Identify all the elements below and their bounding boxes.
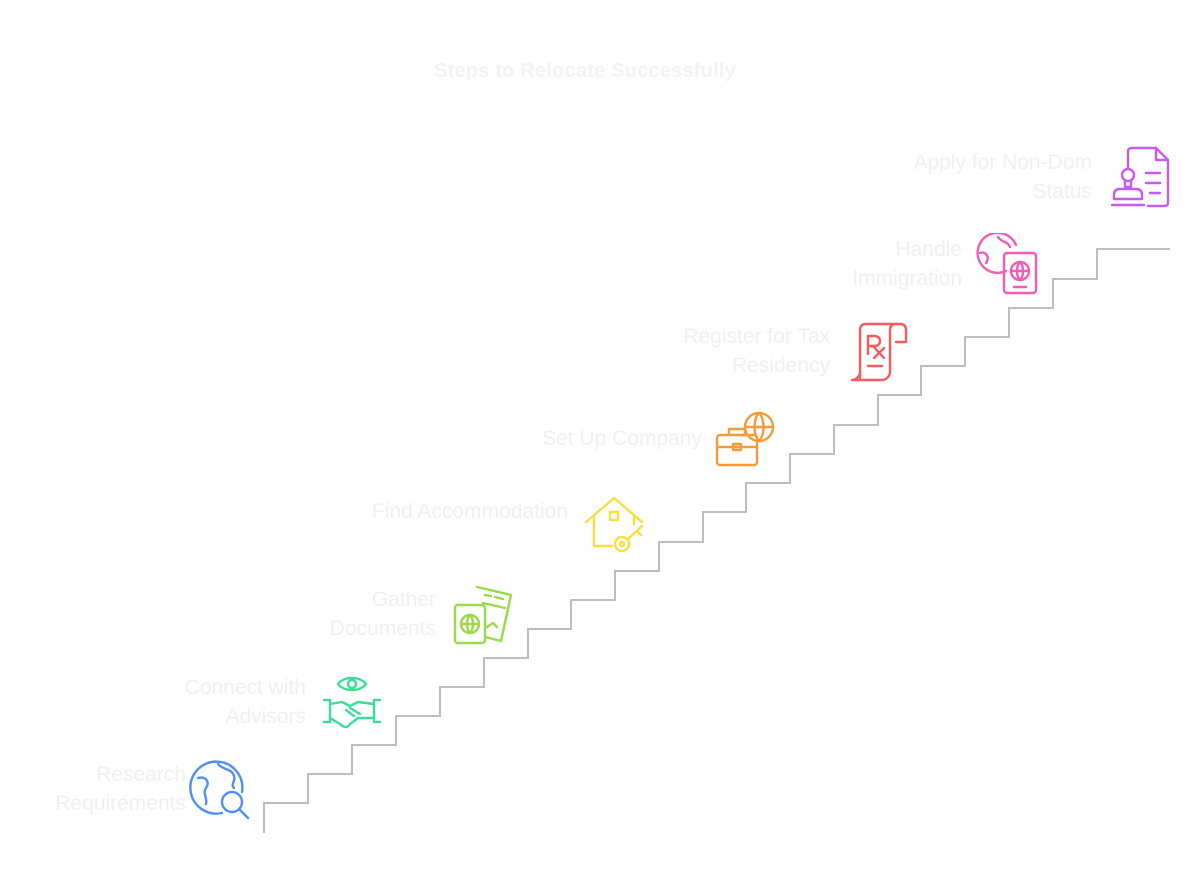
step-label-gather-documents: Gather Documents bbox=[329, 588, 436, 640]
house-key-icon bbox=[584, 496, 644, 553]
step-label-register-for-tax-residency: Register for Tax Residency bbox=[683, 325, 830, 377]
step-label-connect-with-advisors: Connect with Advisors bbox=[184, 676, 306, 728]
step-label-find-accommodation: Find Accommodation bbox=[371, 500, 568, 523]
stamp-document-icon bbox=[1110, 146, 1170, 208]
step-label-handle-immigration: Handle Immigration bbox=[852, 238, 962, 290]
receipt-rx-icon bbox=[850, 322, 908, 382]
step-label-research-requirements: Research Requirements bbox=[55, 763, 186, 815]
staircase-line bbox=[263, 248, 1170, 833]
step-label-apply-for-non-dom-status: Apply for Non-Dom Status bbox=[913, 151, 1092, 203]
step-label-set-up-company: Set Up Company bbox=[542, 427, 702, 450]
handshake-eye-icon bbox=[322, 676, 382, 729]
passport-ticket-icon bbox=[453, 585, 513, 645]
globe-search-icon bbox=[189, 760, 250, 820]
diagram-title: Steps to Relocate Successfully bbox=[434, 60, 736, 82]
briefcase-globe-icon bbox=[715, 411, 775, 467]
globe-passport-icon bbox=[976, 233, 1038, 295]
